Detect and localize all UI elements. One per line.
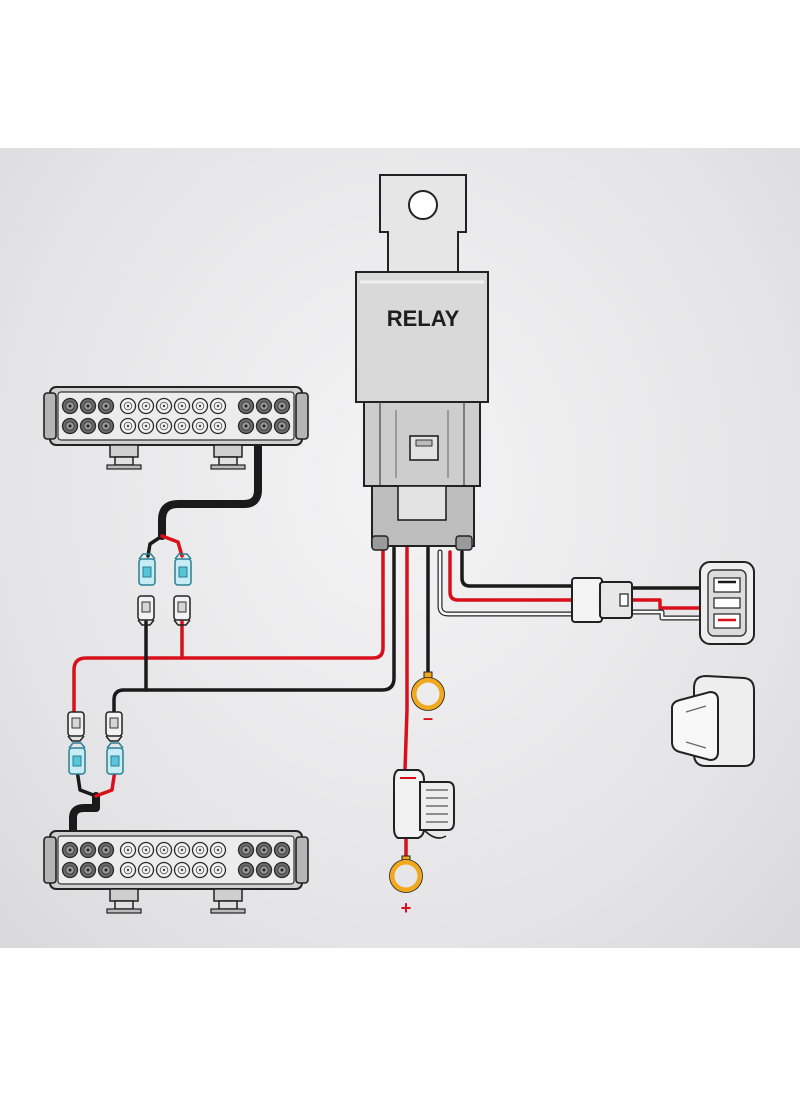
- connector-icon: [106, 742, 124, 775]
- switch-wire-black: [460, 550, 574, 588]
- light-bar-icon: [44, 831, 308, 913]
- switch-wire-red: [448, 550, 574, 602]
- switch-lead-red: [630, 598, 710, 610]
- bottom-bar-cable: [69, 792, 100, 836]
- connector-icon: [138, 553, 156, 586]
- bottom-bar-split-black: [75, 768, 98, 798]
- switch-wire-white: [438, 550, 574, 616]
- connector-icon: [137, 595, 155, 626]
- connector-icon: [105, 711, 123, 742]
- connector-icon: [68, 742, 86, 775]
- ring-terminal-icon: [411, 677, 445, 711]
- ring-terminal-icon: [389, 859, 423, 893]
- rocker-switch-icon: [671, 674, 755, 767]
- top-bar-cable: [158, 442, 262, 540]
- connector-icon: [67, 711, 85, 742]
- top-bar-split-red: [160, 534, 184, 558]
- connector-icon: [173, 595, 191, 626]
- rocker-switch-paddle: [671, 690, 719, 762]
- switch-wire-white-outline: [437, 549, 575, 617]
- relay-body: [355, 271, 489, 403]
- relay-mounting-tab: [379, 174, 467, 273]
- top-bar-split-black: [146, 534, 164, 558]
- bottom-bar-split-red: [94, 768, 117, 798]
- relay-label: RELAY: [387, 306, 460, 331]
- light-bar-icon: [44, 387, 308, 469]
- connectors-bottom-bar: [67, 711, 124, 775]
- switch-connector: [571, 577, 633, 623]
- positive-wire: [403, 546, 409, 772]
- rocker-switch-back: [699, 561, 755, 645]
- relay-mounting-hole: [408, 190, 438, 220]
- black-main-wire: [112, 546, 396, 714]
- positive-label: +: [401, 898, 412, 918]
- relay-icon: RELAY: [355, 174, 489, 551]
- connector-icon: [174, 553, 192, 586]
- fuse-holder-icon: [393, 769, 455, 839]
- light-bar-top: [44, 387, 308, 469]
- fuse-holder-body: [393, 769, 425, 839]
- negative-label: –: [423, 708, 433, 728]
- positive-terminal: +: [389, 855, 423, 918]
- red-main-wire: [72, 546, 385, 714]
- connectors-top-bar: [137, 553, 192, 626]
- ground-terminal: –: [411, 671, 445, 728]
- light-bar-bottom: [44, 831, 308, 913]
